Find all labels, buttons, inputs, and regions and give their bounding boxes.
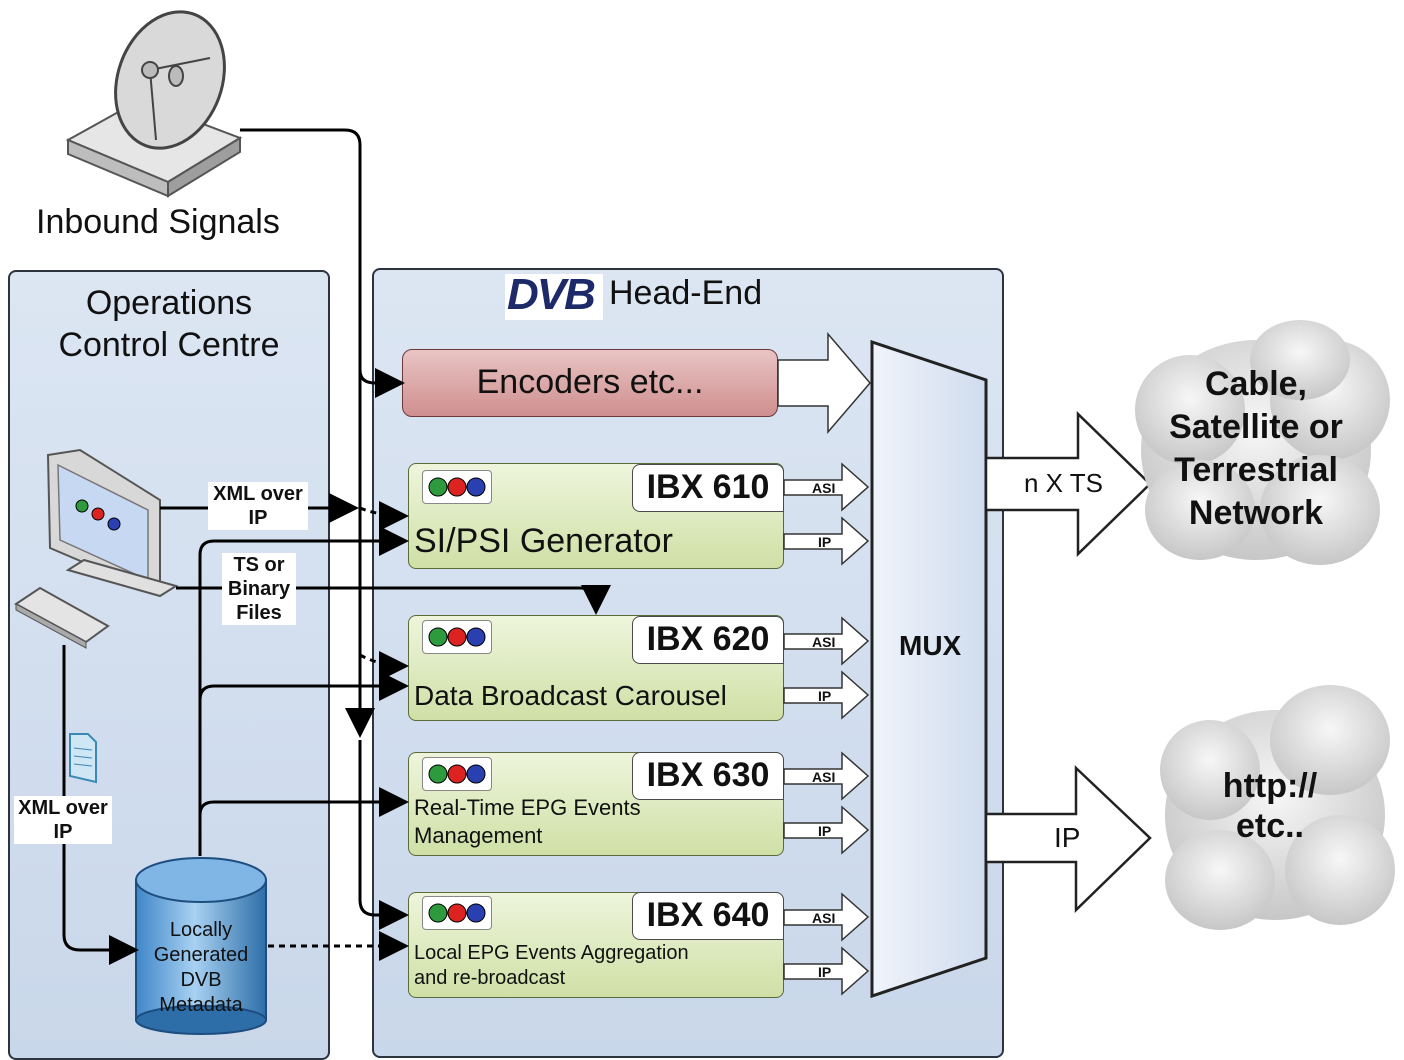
computer-monitor-icon (46, 448, 179, 598)
dvb-logo: DVB (505, 270, 603, 320)
ip-output-label: IP (1054, 822, 1081, 853)
ibx-630-tag: IBX 630 (632, 752, 784, 800)
cloud-network-icon (1135, 320, 1390, 565)
ip-label-630: IP (818, 823, 832, 839)
cloud-http-text: http://etc.. (1222, 767, 1318, 845)
document-icon (69, 733, 97, 784)
database-icon (135, 857, 267, 1035)
cloud-http-icon (1160, 685, 1395, 930)
keyboard-icon (14, 586, 110, 649)
asi-label-640: ASI (812, 910, 836, 926)
ip-label-620: IP (818, 688, 832, 704)
module-output-arrows (783, 462, 870, 996)
encoder-output-arrow (777, 331, 871, 435)
ip-label-610: IP (818, 534, 832, 550)
head-end-title: DVB Head-End (505, 270, 763, 320)
mux-label: MUX (899, 630, 962, 661)
asi-label-620: ASI (812, 634, 836, 650)
ibx-620-tag: IBX 620 (632, 616, 784, 664)
inbound-signals-label: Inbound Signals (36, 203, 280, 241)
encoders-box: Encoders etc... (402, 349, 778, 417)
asi-label-630: ASI (812, 769, 836, 785)
ibx-610-tag: IBX 610 (632, 464, 784, 512)
nxts-output-arrow (984, 411, 1152, 557)
ibx-610-label: SI/PSI Generator (414, 522, 673, 560)
mux-block (870, 339, 988, 999)
satellite-dish-icon (65, 10, 243, 198)
ibx-640-tag: IBX 640 (632, 892, 784, 940)
nxts-label: n X TS (1024, 468, 1104, 498)
ibx-620-label: Data Broadcast Carousel (414, 680, 727, 711)
dashed-lines (268, 500, 409, 961)
ip-output-arrow (984, 765, 1152, 913)
encoders-label: Encoders etc... (476, 363, 704, 401)
asi-label-610: ASI (812, 480, 836, 496)
ip-label-640: IP (818, 964, 832, 980)
